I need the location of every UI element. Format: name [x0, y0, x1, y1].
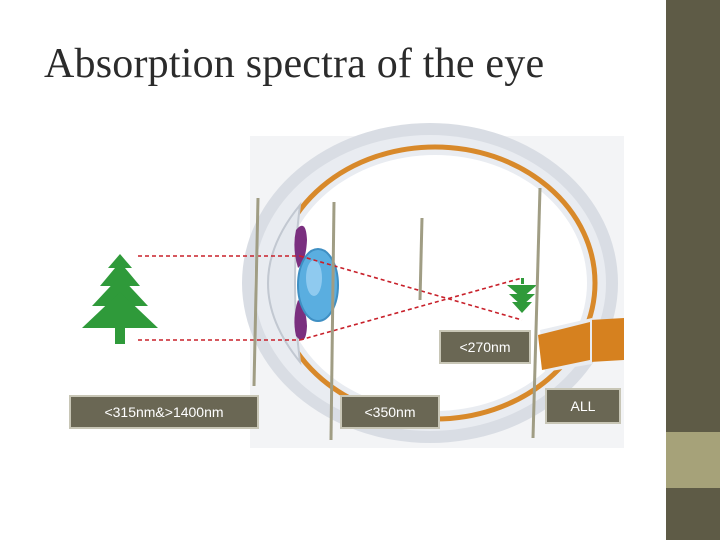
tree-icon [82, 254, 158, 344]
cornea-marker-line [252, 197, 260, 387]
label-retina: <270nm [439, 330, 531, 364]
light-rays [138, 255, 523, 341]
marker-lines [252, 187, 542, 441]
slide-side-accent [666, 432, 720, 488]
optic-nerve [587, 318, 624, 362]
all-marker-line [531, 187, 542, 439]
label-cornea: <315nm&>1400nm [69, 395, 259, 429]
inverted-tree-icon [507, 278, 537, 313]
slide-title: Absorption spectra of the eye [44, 41, 545, 87]
iris-upper [294, 225, 307, 268]
label-lens: <350nm [340, 395, 440, 429]
label-all: ALL [545, 388, 621, 424]
lens-marker-line [329, 201, 336, 441]
retina-marker-line [418, 217, 424, 301]
